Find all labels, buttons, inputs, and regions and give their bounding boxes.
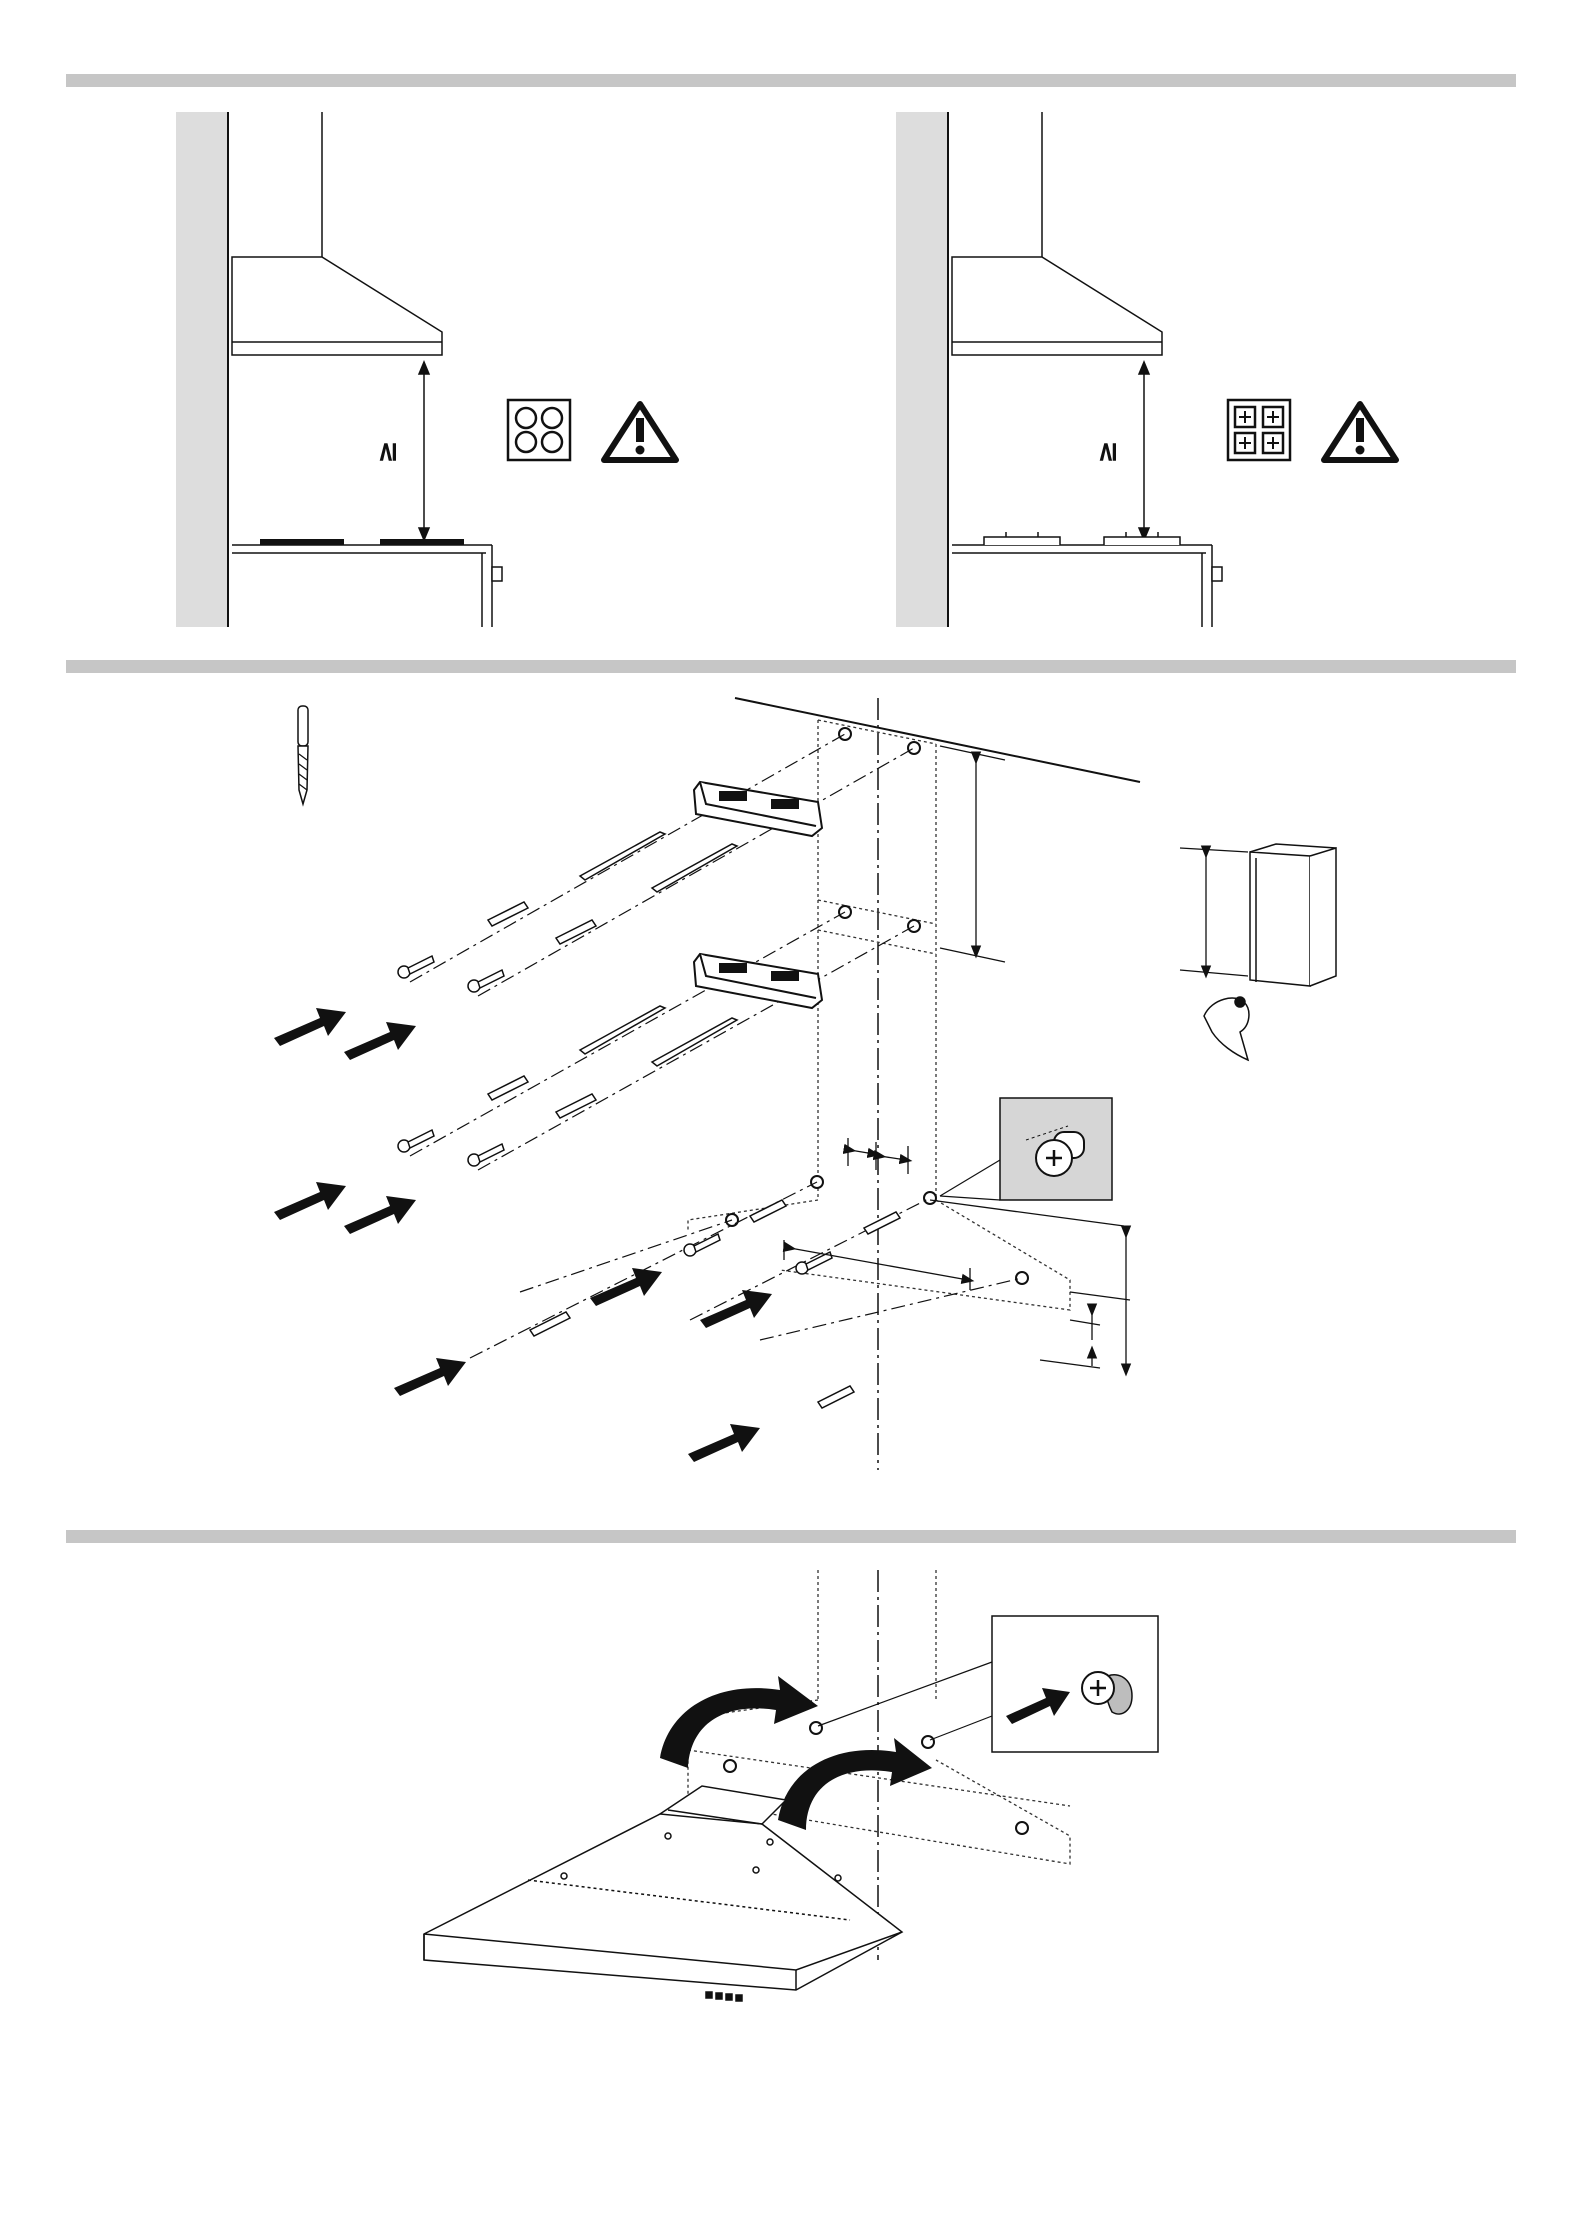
guide-lines bbox=[410, 734, 1022, 1358]
gas-burner bbox=[984, 532, 1060, 545]
wall bbox=[176, 112, 228, 627]
min-distance-arrow bbox=[1139, 362, 1149, 540]
section-divider-2 bbox=[66, 660, 1516, 673]
min-distance-symbol: ≥ bbox=[1090, 440, 1123, 463]
min-distance-arrow bbox=[419, 362, 429, 540]
hood-mounting-diagram bbox=[0, 1560, 1576, 2040]
short-screw bbox=[398, 956, 832, 1274]
clearance-panel-gas: ≥ bbox=[896, 112, 1436, 632]
wall-bracket bbox=[694, 954, 822, 1008]
ceiling-line bbox=[735, 698, 1140, 782]
electric-plate bbox=[380, 539, 464, 545]
section-divider-3 bbox=[66, 1530, 1516, 1543]
cooker-hood bbox=[424, 1786, 902, 2001]
screw-detail-icon bbox=[818, 1616, 1158, 1752]
cooker-hood bbox=[232, 257, 442, 355]
warning-triangle-icon bbox=[1324, 404, 1396, 460]
gas-hob-icon bbox=[1228, 400, 1290, 460]
wall-fixing-diagram bbox=[0, 680, 1576, 1520]
cooktop-cabinet bbox=[232, 545, 502, 627]
wall-bracket bbox=[694, 782, 822, 836]
long-screw bbox=[580, 832, 737, 1066]
drill-bit-icon bbox=[298, 706, 308, 804]
cooker-hood bbox=[952, 257, 1162, 355]
wall-plug bbox=[488, 902, 900, 1408]
dimension-arrow bbox=[940, 746, 1005, 962]
section-divider-1 bbox=[66, 74, 1516, 87]
electric-hob-icon bbox=[508, 400, 570, 460]
min-distance-symbol: ≥ bbox=[370, 440, 403, 463]
clearance-panel-electric: ≥ bbox=[176, 112, 716, 632]
dimension-arrow bbox=[1180, 848, 1248, 976]
control-buttons bbox=[706, 1992, 742, 2001]
cooktop-cabinet bbox=[952, 545, 1222, 627]
warning-triangle-icon bbox=[604, 404, 676, 460]
screw-detail-icon bbox=[940, 1098, 1112, 1200]
wall bbox=[896, 112, 948, 627]
chimney-cover bbox=[1250, 844, 1336, 986]
hand-icon bbox=[1204, 997, 1249, 1060]
electric-plate bbox=[260, 539, 344, 545]
